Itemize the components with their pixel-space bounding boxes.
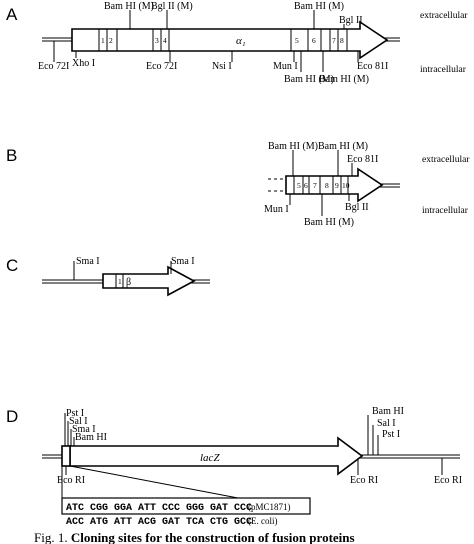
panel-a-site-top: Bgl II	[339, 15, 363, 26]
panel-c-site-top: Sma I	[76, 256, 100, 267]
panel-b-site-top: Bam HI (M)	[268, 141, 318, 152]
panel-d-site-bottom: Eco RI	[350, 475, 378, 486]
panel-a-segment-label: 5	[295, 36, 299, 45]
panel-a-segment-label: 3	[155, 36, 159, 45]
panel-a-site-bottom: Xho I	[72, 58, 95, 69]
panel-d-site-bottom: Eco RI	[434, 475, 462, 486]
panel-a-site-top: Bam HI (M)	[104, 1, 154, 12]
panel-b-segment-label: 8	[325, 181, 329, 190]
panel-b-segments: 5 6 7 8 9 10	[293, 176, 350, 194]
panel-a-segment-label: 1	[101, 36, 105, 45]
panel-a-site-bottom: Eco 72I	[38, 61, 69, 72]
panel-d-site-left: Bam HI	[75, 432, 107, 443]
panel-a-site-bottom: Bam HI (M)	[319, 74, 369, 85]
caption-title: Cloning sites for the construction of fu…	[71, 530, 355, 544]
panel-c-gene-arrow	[102, 265, 196, 297]
panel-a-side-bottom: intracellular	[420, 65, 467, 75]
panel-a-site-bottom: Eco 72I	[146, 61, 177, 72]
panel-d-site-right: Sal I	[377, 418, 396, 429]
panel-a-segment-label: 8	[340, 36, 344, 45]
panel-a-segment-label: 7	[332, 36, 336, 45]
panel-b-site-bottom: Bgl II	[345, 202, 369, 213]
panel-b: B 5 6 7 8 9 10 Bam HI (M) Bam HI (M) Eco…	[6, 141, 470, 228]
figure-caption: Fig. 1. Cloning sites for the constructi…	[34, 530, 355, 544]
panel-d-site-left: Sal I	[69, 416, 88, 427]
panel-d-seq-top-source: (pMC1871)	[248, 502, 291, 512]
panel-c-segment-label: 1	[118, 277, 122, 286]
panel-a-segment-label: 2	[109, 36, 113, 45]
panel-b-site-bottom: Bam HI (M)	[304, 217, 354, 228]
panel-b-site-top: Eco 81I	[347, 154, 378, 165]
panel-d-site-right: Pst I	[382, 429, 400, 440]
panel-b-site-bottom: Mun I	[264, 204, 289, 215]
panel-c-segment-label: β	[126, 277, 131, 288]
panel-d-site-bottom: Eco RI	[57, 475, 85, 486]
panel-a-site-top: Bgl II (M)	[151, 1, 193, 12]
panel-d-letter: D	[6, 407, 18, 426]
panel-b-segment-label: 9	[335, 181, 339, 190]
panel-d-seq-bottom-source: (E. coli)	[248, 516, 278, 526]
panel-b-side-top: extracellular	[422, 155, 470, 165]
panel-d-seq-bottom: ACC ATG ATT ACG GAT TCA CTG GCC	[66, 517, 252, 528]
panel-b-letter: B	[6, 146, 17, 165]
panel-a: A 1 2 3 4 5 6 7 8 α₁	[6, 1, 468, 85]
panel-c-letter: C	[6, 256, 18, 275]
panel-d-site-left: Sma I	[72, 424, 96, 435]
panel-d-seq-top: ATC CGG GGA ATT CCC GGG GAT CCC	[66, 503, 252, 514]
panel-a-site-bottom: Mun I	[273, 61, 298, 72]
panel-d-sequence-box	[61, 497, 311, 515]
panel-b-segment-label: 7	[313, 181, 317, 190]
panel-c: C 1 β Sma I Sma I	[6, 256, 210, 297]
panel-a-side-top: extracellular	[420, 11, 468, 21]
panel-b-side-bottom: intracellular	[422, 206, 469, 216]
panel-b-gene-arrow	[285, 167, 384, 203]
panel-a-site-bottom: Bam HI (M)	[284, 74, 334, 85]
panel-a-gene-label: α₁	[236, 35, 246, 47]
panel-a-segment-label: 6	[312, 36, 316, 45]
panel-a-segments: 1 2 3 4 5 6 7 8	[98, 29, 348, 51]
panel-d-site-left: Pst I	[66, 408, 84, 419]
panel-a-segment-label: 4	[163, 36, 167, 45]
panel-d-cloning-cassette	[61, 445, 71, 467]
caption-prefix: Fig. 1.	[34, 530, 68, 544]
panel-c-site-top: Sma I	[171, 256, 195, 267]
panel-a-site-top: Bam HI (M)	[294, 1, 344, 12]
panel-b-segment-label: 6	[304, 181, 308, 190]
panel-b-segment-label: 10	[342, 181, 350, 190]
panel-a-site-bottom: Nsi I	[212, 61, 232, 72]
panel-a-letter: A	[6, 5, 18, 24]
panel-d-gene-label: lacZ	[200, 452, 220, 464]
panel-d-gene-arrow	[69, 436, 364, 476]
panel-a-site-bottom: Eco 81I	[357, 61, 388, 72]
panel-d: D lacZ Pst I Sal I Sma I Bam HI Bam HI S…	[6, 406, 462, 528]
panel-b-site-top: Bam HI (M)	[318, 141, 368, 152]
panel-b-segment-label: 5	[297, 181, 301, 190]
panel-d-site-right: Bam HI	[372, 406, 404, 417]
